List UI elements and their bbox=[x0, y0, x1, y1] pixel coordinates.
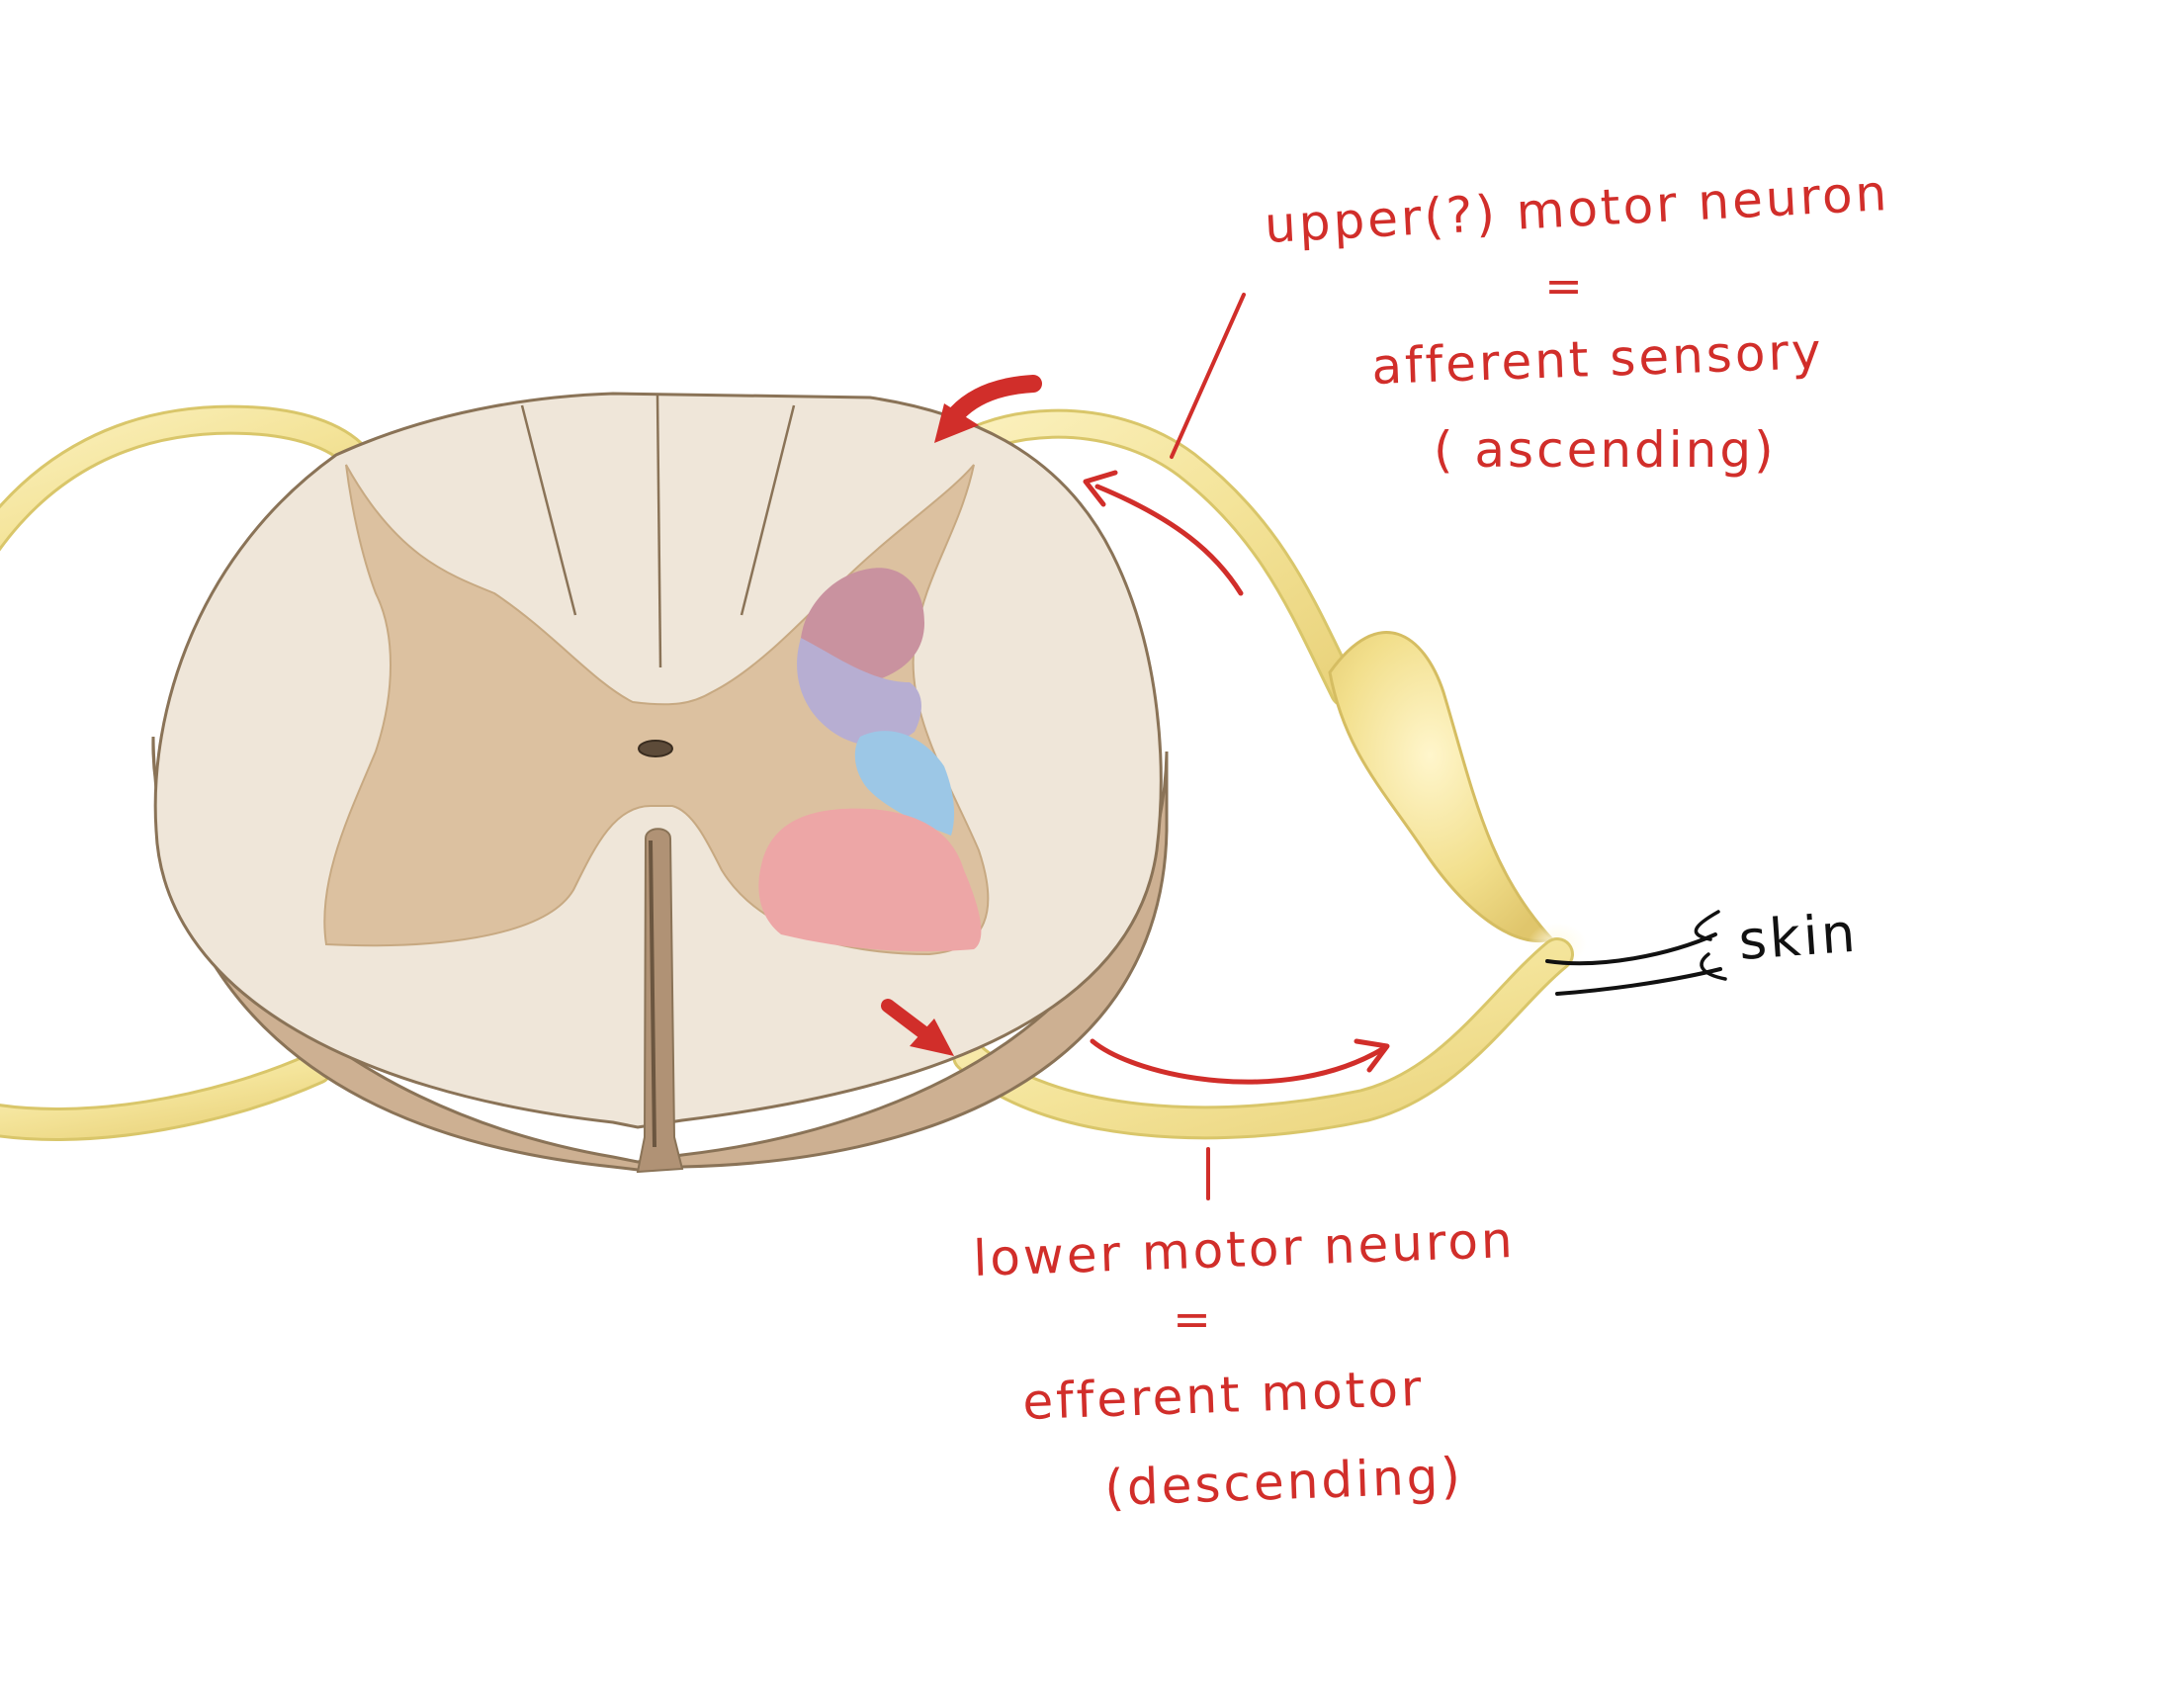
lower-label-line2: efferent motor bbox=[1021, 1360, 1425, 1431]
region-pink bbox=[758, 808, 982, 952]
lower-label-equals: = bbox=[1173, 1292, 1214, 1346]
upper-label-equals: = bbox=[1544, 259, 1586, 312]
upper-leader-line bbox=[1170, 293, 1246, 459]
skin-label: skin bbox=[1737, 902, 1861, 972]
right-dorsal-root bbox=[924, 408, 1359, 707]
arrow-descending-icon bbox=[1090, 1038, 1387, 1085]
arrow-into-dorsal-root-icon bbox=[948, 375, 1042, 422]
lower-label-line3: (descending) bbox=[1103, 1447, 1463, 1517]
region-lavender bbox=[797, 638, 921, 746]
arrow-ventral-root-icon bbox=[881, 999, 931, 1040]
lower-motor-neuron-label: lower motor neuron = efferent motor (des… bbox=[972, 1211, 1516, 1517]
upper-motor-neuron-label: upper(?) motor neuron = afferent sensory… bbox=[1264, 164, 1891, 479]
ventral-median-fissure bbox=[636, 828, 684, 1174]
dorsal-root-ganglion bbox=[1328, 631, 1587, 966]
region-blue bbox=[854, 731, 955, 836]
spinal-cord-cross-section bbox=[151, 392, 1169, 1174]
cord-side-band bbox=[151, 736, 1169, 1172]
left-dorsal-root bbox=[0, 404, 371, 552]
right-ventral-root bbox=[952, 937, 1574, 1140]
upper-label-line1: upper(?) motor neuron bbox=[1264, 164, 1891, 254]
upper-label-line3: ( ascending) bbox=[1434, 421, 1777, 479]
left-ventral-root bbox=[0, 1051, 333, 1141]
arrow-ascending-icon bbox=[1094, 484, 1244, 596]
annotation-arrows bbox=[881, 293, 1390, 1200]
lower-label-line1: lower motor neuron bbox=[972, 1211, 1516, 1287]
region-mauve bbox=[801, 568, 924, 682]
central-canal bbox=[638, 740, 673, 757]
skin-marker bbox=[1545, 910, 1727, 996]
upper-label-line2: afferent sensory bbox=[1370, 322, 1824, 396]
